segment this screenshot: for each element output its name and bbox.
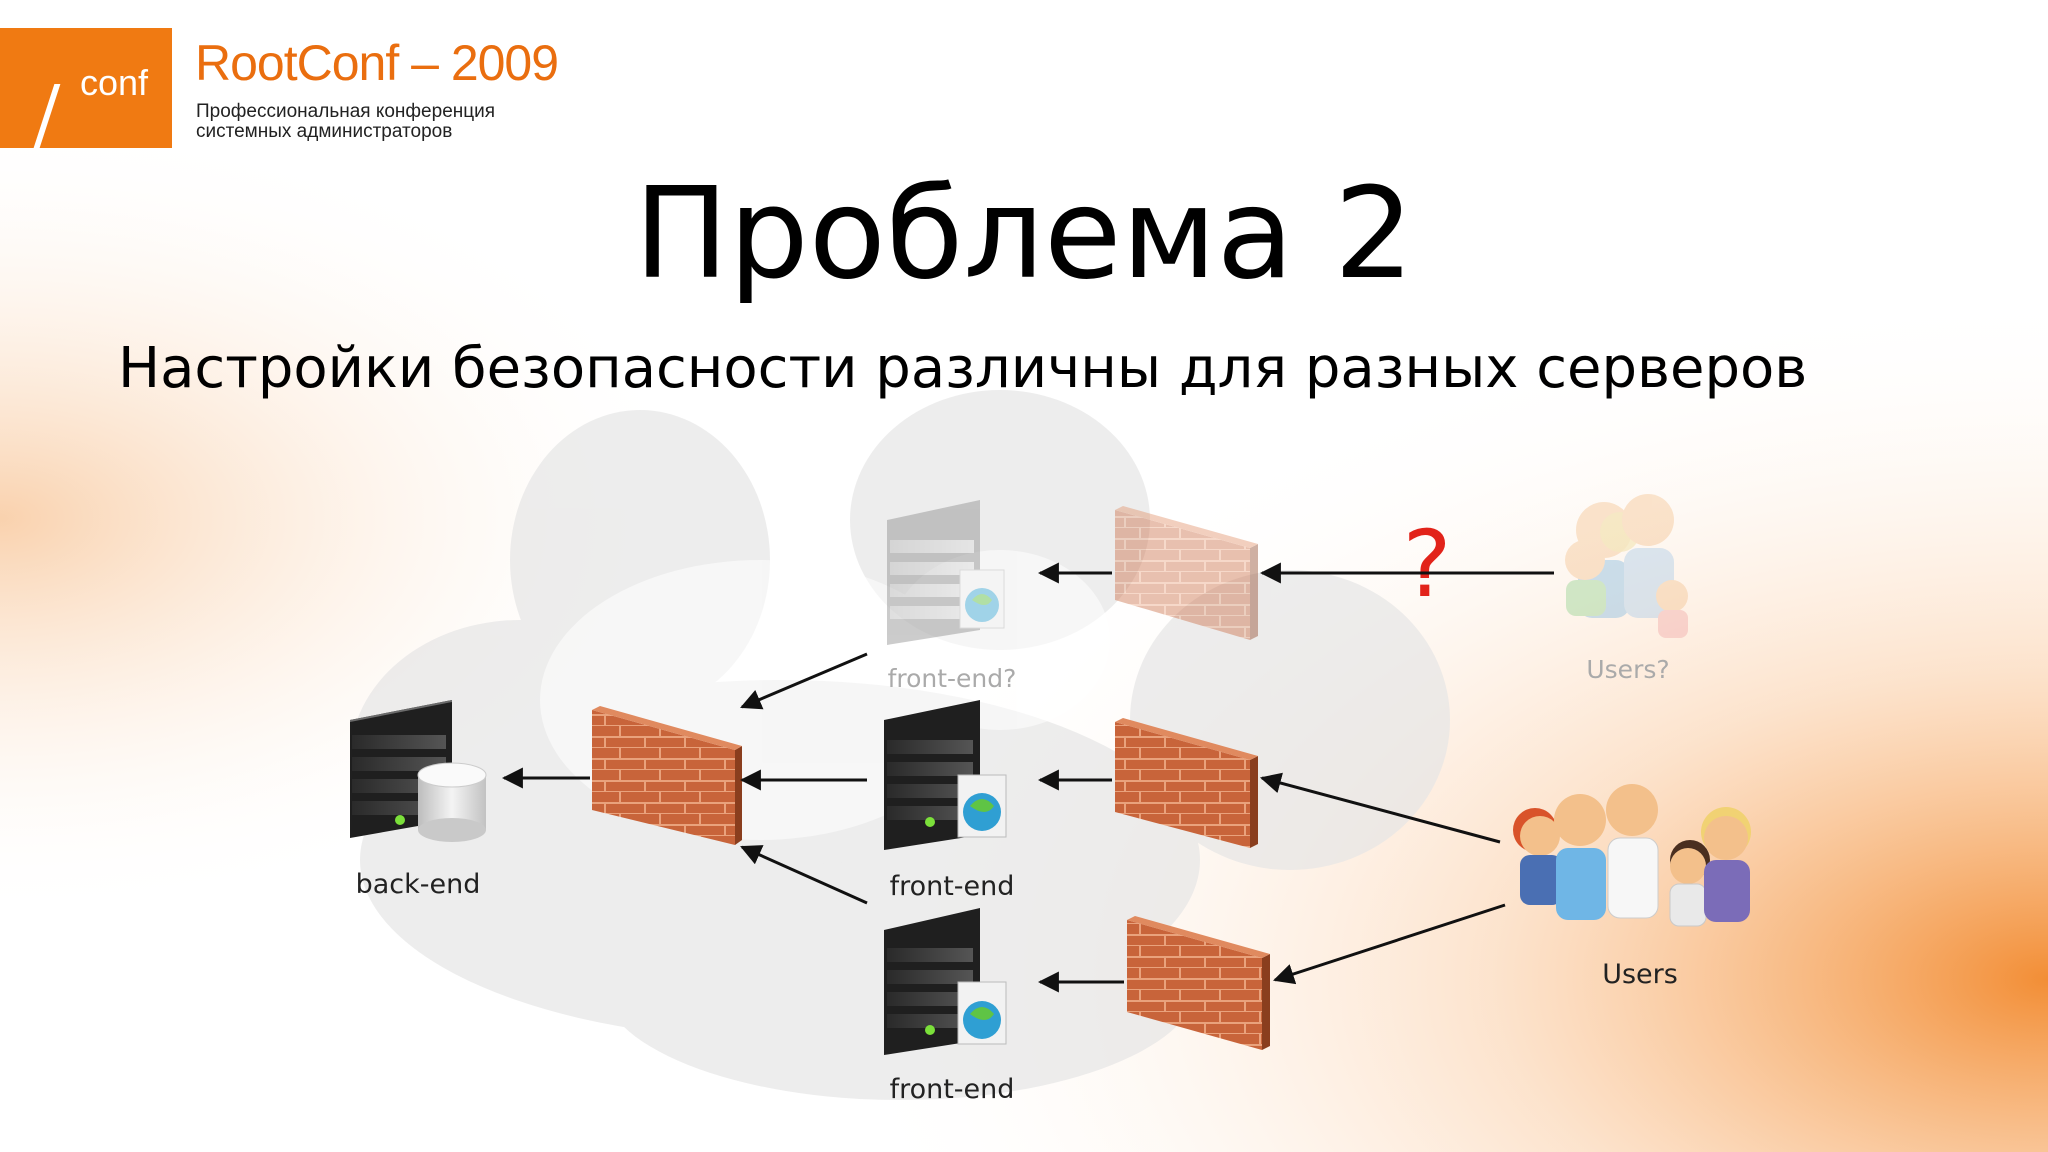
users-label: Users	[1602, 959, 1678, 990]
frontend-question-server-icon	[887, 500, 1005, 645]
brand-subtitle-line2: системных администраторов	[196, 121, 453, 142]
question-mark: ?	[1403, 511, 1452, 618]
users-group-icon	[1513, 784, 1751, 927]
rootconf-logo: conf	[0, 28, 172, 148]
users-question-label: Users?	[1586, 655, 1669, 684]
frontend-mid-server-icon	[884, 700, 1007, 850]
backend-server-icon	[350, 700, 487, 842]
connection-arrows	[501, 562, 1554, 993]
frontend-question-label: front-end?	[888, 664, 1017, 693]
brand-title: RootConf – 2009	[195, 35, 559, 91]
arrow-frontend-bottom-to-firewall-central	[740, 845, 868, 905]
frontend-bottom-label: front-end	[890, 1074, 1015, 1105]
firewall-top-icon	[1115, 506, 1258, 640]
arrow-users-to-firewall-middle	[1259, 772, 1501, 844]
arrow-users-to-firewall-bottom	[1273, 903, 1506, 985]
brand-subtitle-line1: Профессиональная конференция	[196, 101, 496, 122]
frontend-mid-label: front-end	[890, 871, 1015, 902]
brand-subtitle: Профессиональная конференция системных а…	[196, 102, 536, 142]
firewall-bottom-icon	[1127, 916, 1270, 1050]
backend-label: back-end	[356, 869, 481, 900]
frontend-bottom-server-icon	[884, 908, 1007, 1055]
firewall-middle-icon	[1115, 718, 1258, 848]
slide-subtitle: Настройки безопасности различны для разн…	[118, 336, 1808, 401]
logo-text: conf	[80, 62, 149, 103]
users-question-group-icon	[1565, 494, 1688, 638]
arrow-frontend-q-to-firewall-central	[740, 652, 868, 710]
slide-title: Проблема 2	[633, 160, 1415, 307]
